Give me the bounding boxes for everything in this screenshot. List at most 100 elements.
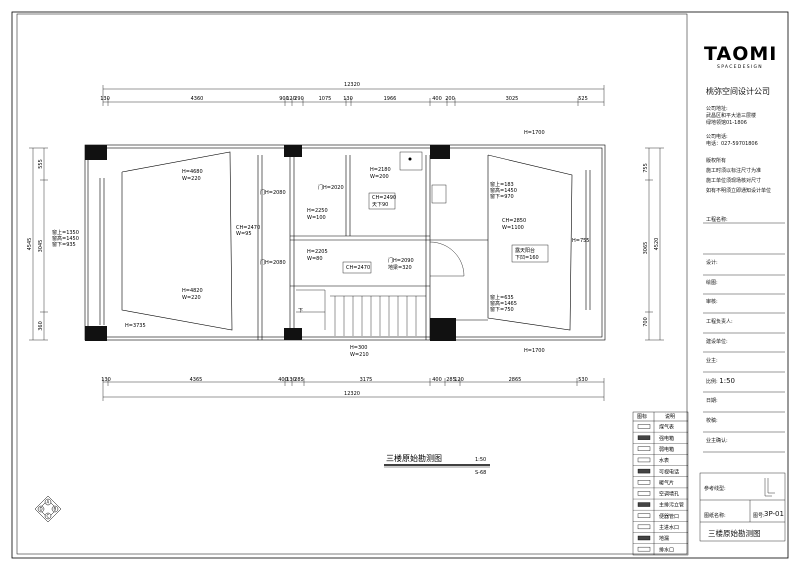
top-dim: 1075 [319,96,332,102]
annot-right-win1: 窗下=970 [490,193,514,200]
legend-item-label: 弱电箱 [659,446,674,453]
top-dim: 130 [343,96,353,102]
annot-ch2470-l: CH=2470 [236,225,260,231]
right-dim: 700 [643,317,649,327]
annot-h2205: H=2205 [307,249,328,255]
legend-symbol-icon [637,524,651,530]
left-total-dim: 4545 [27,238,33,251]
top-dimensions [102,85,605,106]
top-dim: 400 [432,96,442,102]
top-total-dim: 12320 [344,82,360,88]
field-proof: 校稿: [706,418,718,424]
annot-ch2850: W=1100 [502,225,524,231]
annot-h4680: H=4680 [182,169,203,175]
plan-title-block: 三楼原始勘测图 1:50 S-68 [384,453,490,476]
legend-symbol-icon [637,535,651,541]
drawing-name-label: 图纸名称: [704,513,726,519]
company-logo: TAOMI SPACEDESIGN [704,44,776,71]
field-scale: 比例: 1:50 [706,378,735,386]
field-owner-confirm: 业主确认: [706,438,728,444]
legend-item-label: 可视电话 [659,468,679,475]
logo-sub: SPACEDESIGN [717,65,763,70]
annot-ch2490: 天下90 [372,202,388,208]
legend-item-label: 水表 [659,457,669,464]
legend-item-label: 便器管口 [659,513,679,520]
annot-h2250: H=2250 [307,208,328,214]
sheet-border [11,11,789,559]
annot-h4820: H=4820 [182,288,203,294]
phone-value: 电话：027-59701806 [706,141,758,147]
legend-item-label: 强电箱 [659,435,674,442]
annot-left-win: 窗下=935 [52,241,76,248]
title-block-lines [699,222,786,542]
copyright-line: 施工时须以标注尺寸为准 [706,168,762,174]
legend-symbol-icon [637,435,651,440]
annot-h4820: W=220 [182,295,201,301]
bottom-dim: 400 [278,377,288,383]
svg-text:C: C [47,514,50,519]
address-line: 武昌区和平大道三层楼 [706,113,757,119]
right-dim: 3065 [643,242,649,255]
plan-title: 三楼原始勘测图 [386,453,442,463]
inner-border [16,13,688,555]
annot-h755: H=755 [572,238,590,244]
right-total-dim: 4520 [654,238,660,251]
svg-text:B: B [54,507,57,512]
stairs [296,289,426,336]
field-owner: 业主: [706,358,718,364]
vent-box [431,184,447,204]
top-dim: 130 [100,96,110,102]
address-line: 绿地领馆01-1806 [706,120,747,126]
legend-symbol-icon [637,513,651,518]
legend-item-label: 暖气片 [659,479,674,486]
legend-header: 图标 [637,413,647,420]
annot-door2090: 地梁=320 [388,264,412,271]
copyright-title: 版权所有 [706,158,727,164]
annot-ch2470-l: W=95 [236,231,252,237]
annot-h2250: W=100 [307,215,326,221]
top-dim: 4360 [191,96,204,102]
scale-value: 1:50 [719,377,736,385]
drawing-title: 三楼原始勘测图 [708,529,761,538]
annot-ch2490: CH=2490 [372,195,396,201]
annot-door2020: 门H=2020 [318,184,344,191]
bottom-dim: 530 [578,377,588,383]
drain-mark [408,157,412,161]
svg-text:A: A [47,500,50,505]
annot-right-win2: 窗下=750 [490,306,514,313]
annot-h2180: H=2180 [370,167,391,173]
scale-label: 比例: [706,379,718,385]
annot-h2205: W=80 [307,256,323,262]
field-project-name: 工程名称: [706,217,728,223]
top-dim: 525 [578,96,588,102]
plan-scale: 1:50 [475,457,486,463]
top-dim: 3025 [506,96,519,102]
annot-h2180: W=200 [370,174,389,180]
annot-door2090: 门H=2090 [388,257,414,264]
left-dim: 3045 [38,240,44,253]
legend-header: 说明 [665,413,675,420]
company-name: 桃弥空间设计公司 [706,87,770,96]
legend-symbol-icon [637,457,651,463]
top-dim: 200 [445,96,455,102]
annot-balcony: 下凹=160 [515,255,539,261]
annot-right-win2: 窗上=635 [490,294,514,301]
phone-label: 公司电话: [706,134,728,140]
field-review: 审核: [706,299,718,305]
ref-linetype-icon [764,478,775,497]
address-label: 公司地址: [706,106,728,112]
annot-h1700-bot: H=1700 [524,348,545,354]
bottom-dim: 400 [432,377,442,383]
legend-item-label: 排水口 [659,546,674,553]
annot-ch2470-m: CH=2470 [346,265,370,271]
drawing-no-label: 图号: [753,513,765,519]
compass-icon: A B C D [34,495,62,523]
annot-right-win1: 窗上=183 [490,181,514,188]
bottom-dim: 4365 [190,377,203,383]
top-dim: 1966 [384,96,397,102]
copyright-line: 施工单位须现场核对尺寸 [706,178,762,184]
field-project-lead: 工程负责人: [706,319,733,325]
